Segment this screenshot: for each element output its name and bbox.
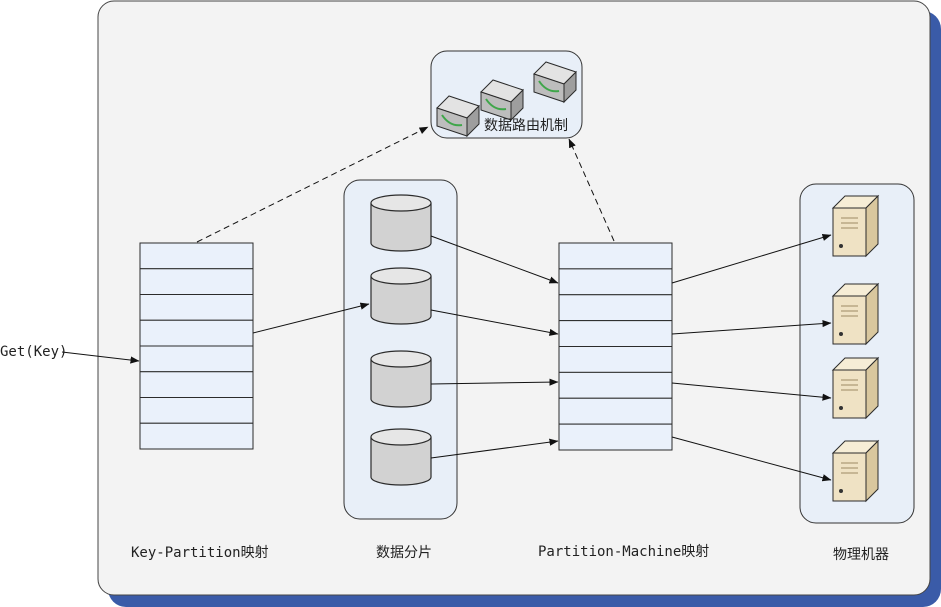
machine2-arrow bbox=[671, 319, 832, 335]
disk-icon bbox=[370, 350, 432, 408]
kp-to-routing-dashed-arrow bbox=[196, 126, 429, 243]
partition-machine-row-4 bbox=[558, 320, 673, 347]
outer-frame bbox=[97, 0, 931, 596]
kp-to-shard-arrow bbox=[252, 302, 370, 334]
router-devices bbox=[436, 61, 577, 138]
key-partition-row-1 bbox=[139, 242, 254, 270]
shard3-arrow bbox=[430, 378, 559, 386]
disk-icon bbox=[370, 428, 432, 486]
partition-machine-row-3 bbox=[558, 294, 673, 322]
physical-servers bbox=[831, 194, 880, 503]
shard4-arrow bbox=[430, 438, 559, 459]
partition-machine-row-7 bbox=[558, 397, 673, 425]
data-shard-disks bbox=[370, 194, 432, 486]
disk-icon bbox=[370, 267, 432, 325]
machine4-arrow bbox=[671, 436, 832, 482]
server-icon bbox=[831, 282, 880, 346]
key-partition-row-8 bbox=[139, 422, 254, 450]
key-partition-row-4 bbox=[139, 319, 254, 347]
physical-machines-label: 物理机器 bbox=[833, 547, 889, 563]
partition-machine-row-1 bbox=[558, 242, 673, 270]
data-shards-label: 数据分片 bbox=[376, 545, 432, 561]
connectors bbox=[61, 126, 832, 482]
machine3-arrow bbox=[671, 382, 832, 401]
partition-machine-label: Partition-Machine映射 bbox=[538, 544, 709, 560]
key-partition-label: Key-Partition映射 bbox=[131, 545, 269, 561]
shard2-arrow bbox=[430, 309, 559, 336]
partition-machine-row-5 bbox=[558, 346, 673, 373]
key-partition-row-5 bbox=[139, 345, 254, 373]
routing-label: 数据路由机制 bbox=[484, 118, 568, 134]
machine1-arrow bbox=[671, 234, 832, 284]
router-icon bbox=[480, 79, 524, 122]
server-icon bbox=[831, 439, 880, 503]
physical-machines-panel bbox=[799, 183, 915, 524]
partition-machine-row-2 bbox=[558, 268, 673, 296]
pm-to-routing-dashed-arrow bbox=[568, 138, 615, 242]
key-partition-row-7 bbox=[139, 397, 254, 424]
server-icon bbox=[831, 194, 880, 258]
partition-machine-table bbox=[558, 242, 673, 451]
key-partition-table bbox=[139, 242, 254, 450]
partition-machine-row-6 bbox=[558, 371, 673, 399]
disk-icon bbox=[370, 194, 432, 252]
input-arrow bbox=[61, 351, 140, 364]
router-icon bbox=[436, 95, 480, 138]
server-icon bbox=[831, 356, 880, 420]
partition-machine-row-8 bbox=[558, 423, 673, 451]
shard1-arrow bbox=[430, 235, 559, 284]
key-partition-row-2 bbox=[139, 268, 254, 295]
key-partition-row-6 bbox=[139, 371, 254, 398]
input-label: Get(Key) bbox=[0, 344, 67, 360]
key-partition-row-3 bbox=[139, 294, 254, 321]
router-icon bbox=[533, 61, 577, 104]
